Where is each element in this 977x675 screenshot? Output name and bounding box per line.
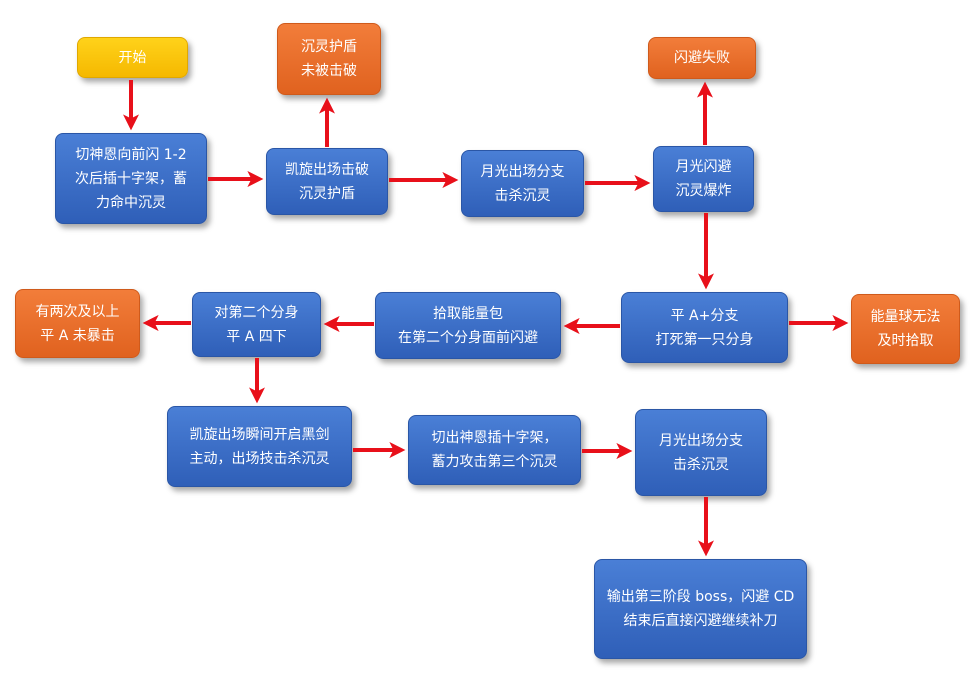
- node-label: 能量球无法: [870, 309, 941, 325]
- moon-kill-node: 月光出场分支 击杀沉灵: [461, 150, 584, 217]
- crit-twice-node: 有两次及以上 平 A 未暴击: [15, 289, 140, 358]
- node-label: 月光闪避: [675, 159, 732, 175]
- cut-cross-node: 切出神恩插十字架， 蓄力攻击第三个沉灵: [408, 415, 581, 485]
- pick-energy-node: 拾取能量包 在第二个分身面前闪避: [375, 292, 561, 359]
- moon-kill-2-node: 月光出场分支 击杀沉灵: [635, 409, 767, 496]
- node-label: 平 A 未暴击: [40, 327, 115, 344]
- node-label: 月光出场分支: [659, 432, 743, 449]
- moon-dodge-node: 月光闪避 沉灵爆炸: [653, 146, 754, 212]
- shield-intact-node: 沉灵护盾 未被击破: [277, 23, 381, 95]
- node-label: 次后插十字架，蓄: [75, 170, 187, 187]
- node-label: 沉灵护盾: [299, 185, 355, 202]
- node-label: 蓄力攻击第三个沉灵: [431, 454, 558, 470]
- node-label: 沉灵护盾: [301, 39, 357, 55]
- node-label: 及时拾取: [877, 333, 934, 349]
- node-label: 主动，出场技击杀沉灵: [189, 450, 330, 467]
- node-label: 切神恩向前闪 1-2: [75, 146, 187, 163]
- node-label: 力命中沉灵: [96, 194, 166, 211]
- boss-node: 输出第三阶段 boss，闪避 CD 结束后直接闪避继续补刀: [594, 559, 807, 659]
- node-label: 开始: [118, 49, 147, 66]
- kaixuan-break-node: 凯旋出场击破 沉灵护盾: [266, 148, 388, 215]
- orb-fail-node: 能量球无法 及时拾取: [851, 294, 960, 364]
- kaixuan-sword-node: 凯旋出场瞬间开启黑剑 主动，出场技击杀沉灵: [167, 406, 352, 487]
- node-label: 月光出场分支: [480, 163, 565, 180]
- node-label: 打死第一只分身: [655, 331, 754, 348]
- node-label: 击杀沉灵: [494, 187, 551, 204]
- dodge-fail-node: 闪避失败: [648, 37, 756, 79]
- node-label: 在第二个分身面前闪避: [398, 329, 538, 346]
- node-label: 闪避失败: [674, 50, 730, 66]
- cut-flash-node: 切神恩向前闪 1-2 次后插十字架，蓄 力命中沉灵: [55, 133, 207, 224]
- node-label: 凯旋出场击破: [285, 161, 369, 178]
- second-clone-node: 对第二个分身 平 A 四下: [192, 292, 321, 357]
- node-label: 切出神恩插十字架，: [431, 430, 558, 446]
- node-label: 平 A+分支: [670, 307, 739, 324]
- node-label: 有两次及以上: [35, 303, 120, 320]
- node-label: 凯旋出场瞬间开启黑剑: [189, 426, 330, 443]
- node-label: 沉灵爆炸: [675, 183, 732, 199]
- node-label: 拾取能量包: [433, 305, 503, 322]
- node-label: 未被击破: [301, 63, 357, 79]
- node-label: 对第二个分身: [214, 304, 299, 321]
- start-node: 开始: [77, 37, 188, 78]
- flat-a-branch-node: 平 A+分支 打死第一只分身: [621, 292, 788, 363]
- node-label: 击杀沉灵: [673, 456, 729, 473]
- node-label: 输出第三阶段 boss，闪避 CD: [606, 589, 795, 605]
- node-label: 结束后直接闪避继续补刀: [623, 613, 778, 629]
- node-label: 平 A 四下: [226, 328, 287, 345]
